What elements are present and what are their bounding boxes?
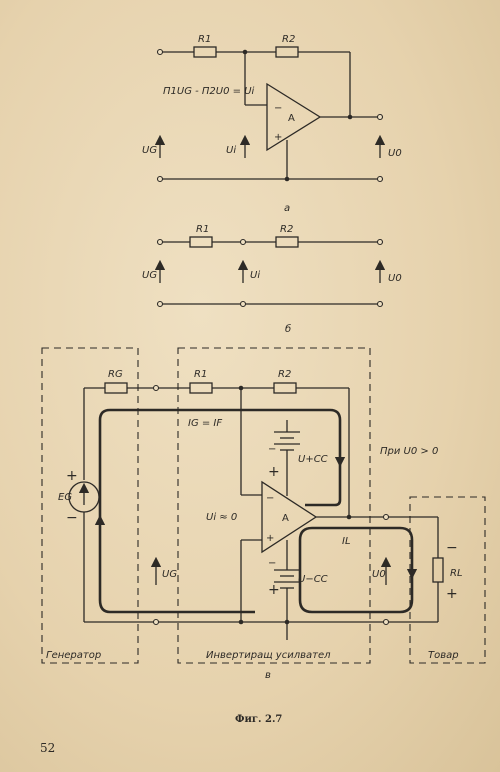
resistor-r2-c xyxy=(273,382,297,394)
resistor-r1-b xyxy=(189,236,213,248)
label-uo-c: U0 xyxy=(372,569,386,580)
resistor-r2 xyxy=(275,46,299,58)
page-number: 52 xyxy=(40,741,55,755)
svg-text:−: − xyxy=(266,493,274,504)
label-il: IL xyxy=(342,536,351,547)
caption-c: в xyxy=(265,670,271,681)
current-path-ig-bottom xyxy=(98,599,255,614)
label-r2-b: R2 xyxy=(280,224,293,235)
label-condition: При U0 > 0 xyxy=(380,446,438,457)
svg-text:−: − xyxy=(66,510,78,526)
label-ui-b: Ui xyxy=(250,270,260,281)
resistor-r1 xyxy=(193,46,217,58)
diagram-b xyxy=(154,236,386,308)
current-path-il xyxy=(298,526,414,614)
diagram-c: + − − + + − + − xyxy=(41,347,486,664)
svg-text:−: − xyxy=(274,103,282,114)
label-amplifier: Инвертиращ усилвател xyxy=(206,650,331,661)
label-rg: RG xyxy=(108,369,123,380)
label-generator: Генератор xyxy=(46,650,101,661)
caption-b: б xyxy=(285,323,291,335)
svg-text:+: + xyxy=(266,533,274,544)
resistor-r1-c xyxy=(189,382,213,394)
label-amp-a: A xyxy=(288,113,295,124)
label-equation: Π1UG - Π2U0 = Ui xyxy=(163,86,255,97)
svg-text:+: + xyxy=(446,586,458,602)
label-r1-c: R1 xyxy=(194,369,207,380)
label-uo-b: U0 xyxy=(388,273,402,284)
resistor-r2-b xyxy=(275,236,299,248)
svg-text:+: + xyxy=(274,132,282,143)
label-ug-a: UG xyxy=(142,145,157,156)
label-ug-c: UG xyxy=(162,569,177,580)
label-rl: RL xyxy=(450,568,463,579)
label-amp-c: A xyxy=(282,513,289,524)
resistor-rl xyxy=(432,557,444,583)
opamp-c xyxy=(261,480,318,554)
label-eg: EG xyxy=(58,492,72,503)
label-r1-a: R1 xyxy=(198,34,211,45)
generator-box xyxy=(41,347,139,664)
svg-text:−: − xyxy=(268,444,276,455)
label-ui-zero: Ui ≈ 0 xyxy=(206,512,237,523)
label-r2-a: R2 xyxy=(282,34,295,45)
amplifier-box xyxy=(177,347,371,664)
current-path-ig xyxy=(98,408,342,600)
resistor-rg xyxy=(104,382,128,394)
label-r1-b: R1 xyxy=(196,224,209,235)
label-r2-c: R2 xyxy=(278,369,291,380)
svg-text:−: − xyxy=(446,540,458,556)
svg-text:+: + xyxy=(66,468,78,484)
diagram-a: − + xyxy=(154,46,386,183)
label-ug-b: UG xyxy=(142,270,157,281)
label-ig-if: IG = IF xyxy=(188,418,222,429)
label-ui-a: Ui xyxy=(226,145,236,156)
label-ucc-plus: U+CC xyxy=(298,454,328,465)
label-uo-a: U0 xyxy=(388,148,402,159)
label-ucc-minus: U−CC xyxy=(298,574,328,585)
figure-caption: Фиг. 2.7 xyxy=(235,714,282,725)
opamp-a xyxy=(266,82,322,152)
svg-text:+: + xyxy=(268,464,280,480)
svg-text:−: − xyxy=(268,558,276,569)
label-load: Товар xyxy=(428,650,459,661)
svg-text:+: + xyxy=(268,582,280,598)
load-box xyxy=(409,496,486,664)
current-path-ig-end xyxy=(305,460,342,507)
caption-a: a xyxy=(284,203,290,214)
